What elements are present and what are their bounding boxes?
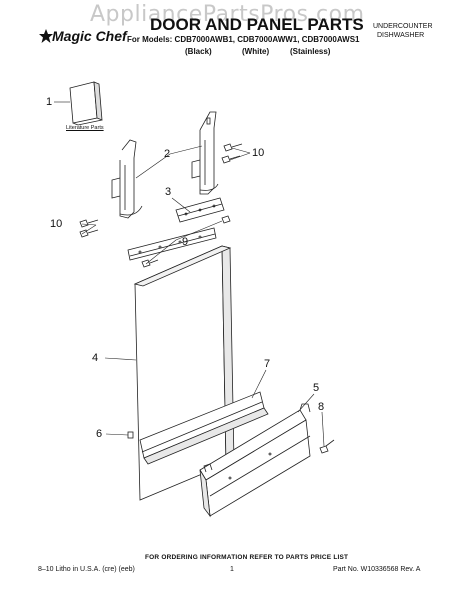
kickplate [199, 403, 311, 518]
category-line-2: DISHWASHER [377, 32, 425, 39]
product-category: UNDERCOUNTER DISHWASHER [373, 22, 433, 40]
finish-stainless: (Stainless) [290, 47, 331, 56]
callout-3: 3 [165, 186, 172, 198]
page-number: 1 [230, 566, 234, 573]
mounting-bracket-left [111, 139, 143, 219]
finish-white: (White) [242, 47, 270, 56]
door-top-rail [175, 197, 225, 223]
brand-logo-icon [39, 29, 53, 43]
screws-upper [221, 143, 243, 164]
callout-7: 7 [264, 358, 271, 370]
finish-black: (Black) [185, 47, 212, 56]
toe-panel-front [139, 391, 269, 465]
brand-logo: Magic Chef [52, 28, 127, 44]
part-number: Part No. W10336568 Rev. A [333, 566, 421, 573]
category-line-1: UNDERCOUNTER [373, 23, 433, 30]
callout-6: 6 [96, 428, 103, 440]
page-title: DOOR AND PANEL PARTS [150, 15, 364, 34]
literature-parts-label: Literature Parts [66, 125, 104, 131]
litho-info: 8–10 Litho in U.S.A. (cre) (eeb) [38, 566, 135, 573]
leader-lines [54, 101, 325, 447]
toe-panel-screw [127, 431, 134, 439]
screws-left [79, 219, 99, 238]
callout-10-upper: 10 [252, 147, 265, 159]
callout-5: 5 [313, 382, 320, 394]
callout-9: 9 [182, 236, 189, 248]
mounting-bracket-right [191, 111, 219, 195]
watermark: AppliancePartsPros.com [90, 2, 365, 27]
ordering-note: FOR ORDERING INFORMATION REFER TO PARTS … [145, 554, 349, 561]
literature-booklet [69, 81, 103, 126]
kickplate-screw [319, 439, 335, 454]
callout-4: 4 [92, 352, 99, 364]
model-list: For Models: CDB7000AWB1, CDB7000AWW1, CD… [127, 35, 360, 44]
callout-10-left: 10 [50, 218, 63, 230]
callout-2: 2 [164, 148, 171, 160]
callout-1: 1 [46, 96, 53, 108]
callout-8: 8 [318, 401, 325, 413]
mounting-strip [127, 215, 231, 268]
